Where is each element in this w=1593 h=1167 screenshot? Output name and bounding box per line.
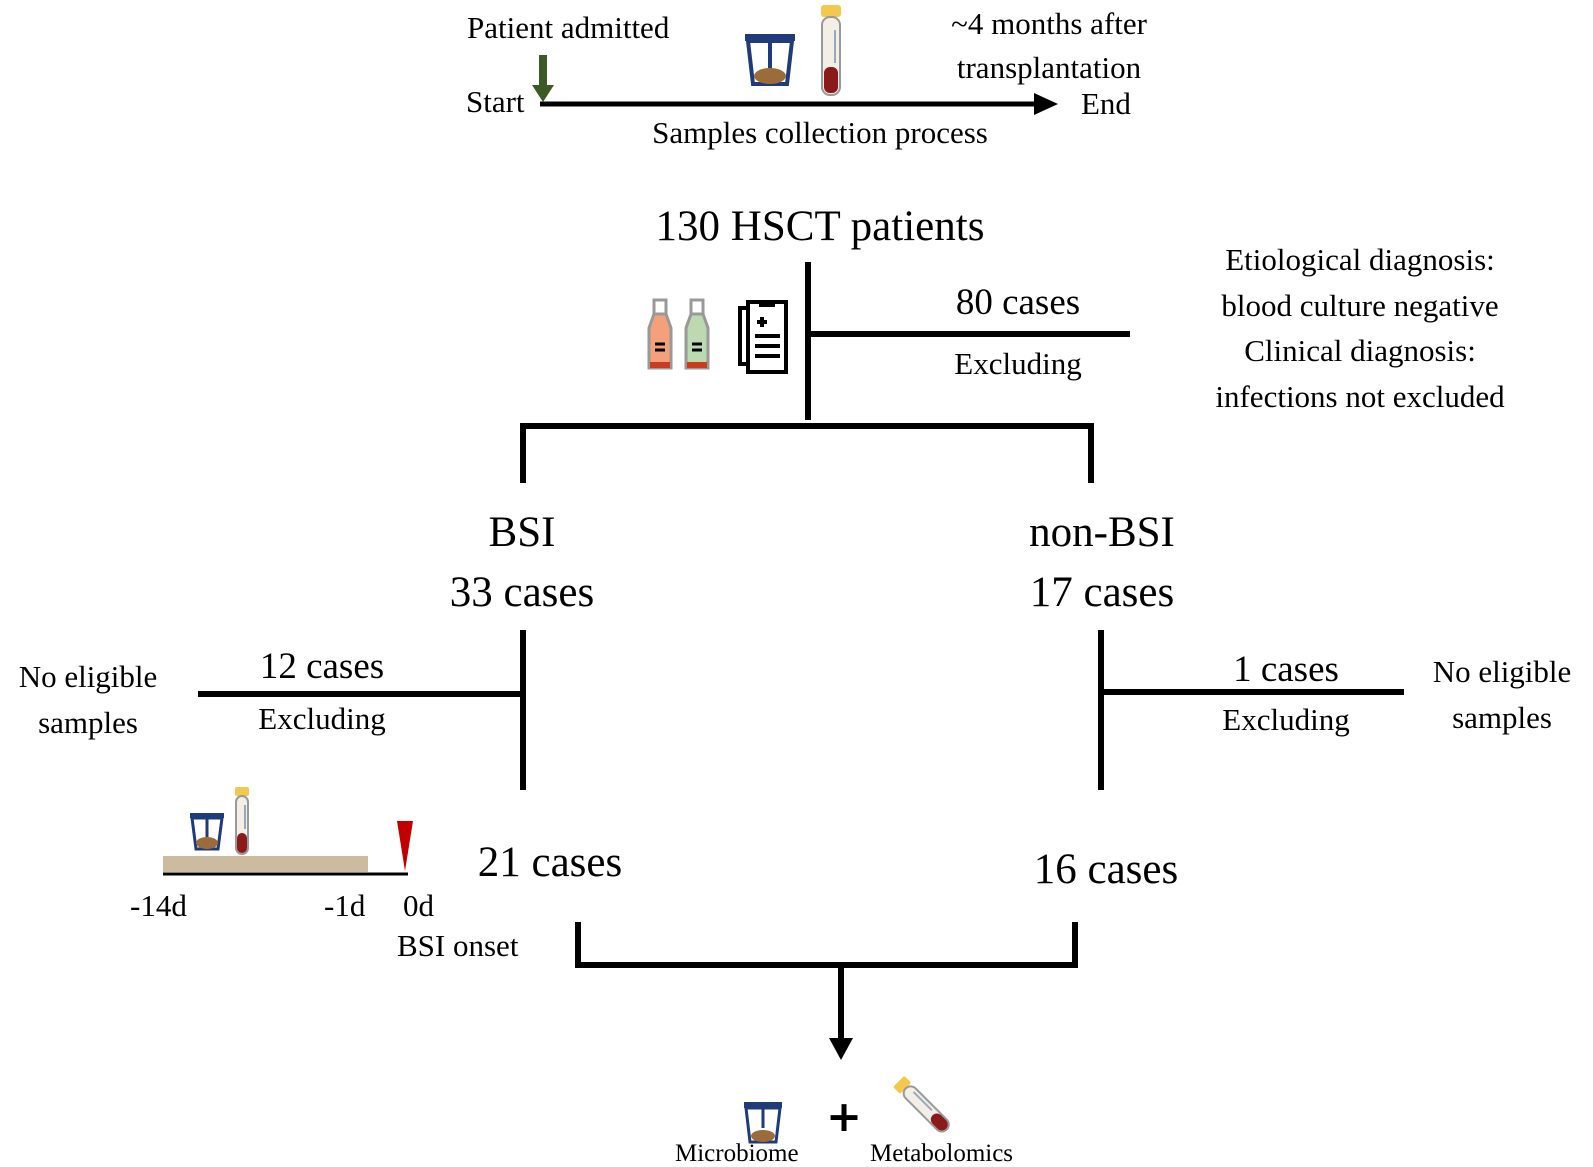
exclude-top-count: 80 cases (955, 282, 1081, 323)
exclude-top-reason-1: Etiological diagnosis: (1225, 242, 1495, 277)
plus-sign: + (826, 1092, 863, 1142)
bsi-onset-label: BSI onset (397, 928, 519, 963)
timeline-arrowhead (1034, 93, 1058, 115)
window-tick-mid: -1d (324, 888, 366, 923)
bsi-exclude-reason-2: samples (38, 705, 138, 740)
exclude-top-reason-3: Clinical diagnosis: (1244, 333, 1476, 368)
stool-container-icon-small (190, 813, 224, 851)
window-tick-start: -14d (130, 888, 187, 923)
root-node: 130 HSCT patients (655, 203, 985, 250)
bsi-excluding: Excluding (258, 701, 386, 736)
window-tick-zero: 0d (403, 888, 434, 923)
admit-arrow-icon (532, 55, 554, 102)
timeline-start-label: Start (466, 84, 525, 119)
nonbsi-final-count: 16 cases (1033, 846, 1179, 893)
nonbsi-exclude-count: 1 cases (1233, 649, 1339, 690)
microbiome-label: Microbiome (675, 1140, 799, 1167)
bsi-exclude-count: 12 cases (259, 646, 385, 687)
timeline-process-label: Samples collection process (652, 115, 988, 150)
timeline-end-label: End (1081, 86, 1131, 121)
bsi-title: BSI (488, 509, 556, 556)
bsi-final-count: 21 cases (477, 839, 623, 886)
window-bar (163, 856, 368, 872)
metabolomics-label: Metabolomics (870, 1140, 1014, 1167)
exclude-top-reason-4: infections not excluded (1215, 379, 1505, 414)
exclude-top-reason-2: blood culture negative (1221, 288, 1499, 323)
stool-container-icon (745, 34, 795, 86)
nonbsi-count: 17 cases (1029, 569, 1175, 616)
exclude-top-excluding: Excluding (954, 346, 1082, 381)
sampling-window (163, 787, 413, 876)
blood-tube-icon-small (235, 787, 249, 855)
bsi-exclude-reason-1: No eligible (18, 659, 158, 694)
culture-bottles-icon (647, 298, 710, 370)
metabolomics-tube-icon (893, 1076, 950, 1133)
timeline-after-line1: ~4 months after (951, 6, 1147, 41)
nonbsi-exclude-reason-2: samples (1452, 700, 1552, 735)
patient-admitted-label: Patient admitted (467, 10, 670, 45)
timeline-after-line2: transplantation (956, 50, 1142, 85)
bsi-count: 33 cases (449, 569, 595, 616)
nonbsi-excluding: Excluding (1222, 702, 1350, 737)
nonbsi-exclude-reason-1: No eligible (1432, 654, 1572, 689)
timeline (532, 55, 1058, 115)
clinical-record-icon (738, 300, 788, 374)
microbiome-container-icon (744, 1102, 782, 1144)
onset-marker-icon (397, 821, 413, 871)
nonbsi-title: non-BSI (1029, 509, 1175, 556)
merge-arrowhead (829, 1038, 853, 1060)
blood-tube-icon (821, 5, 841, 96)
